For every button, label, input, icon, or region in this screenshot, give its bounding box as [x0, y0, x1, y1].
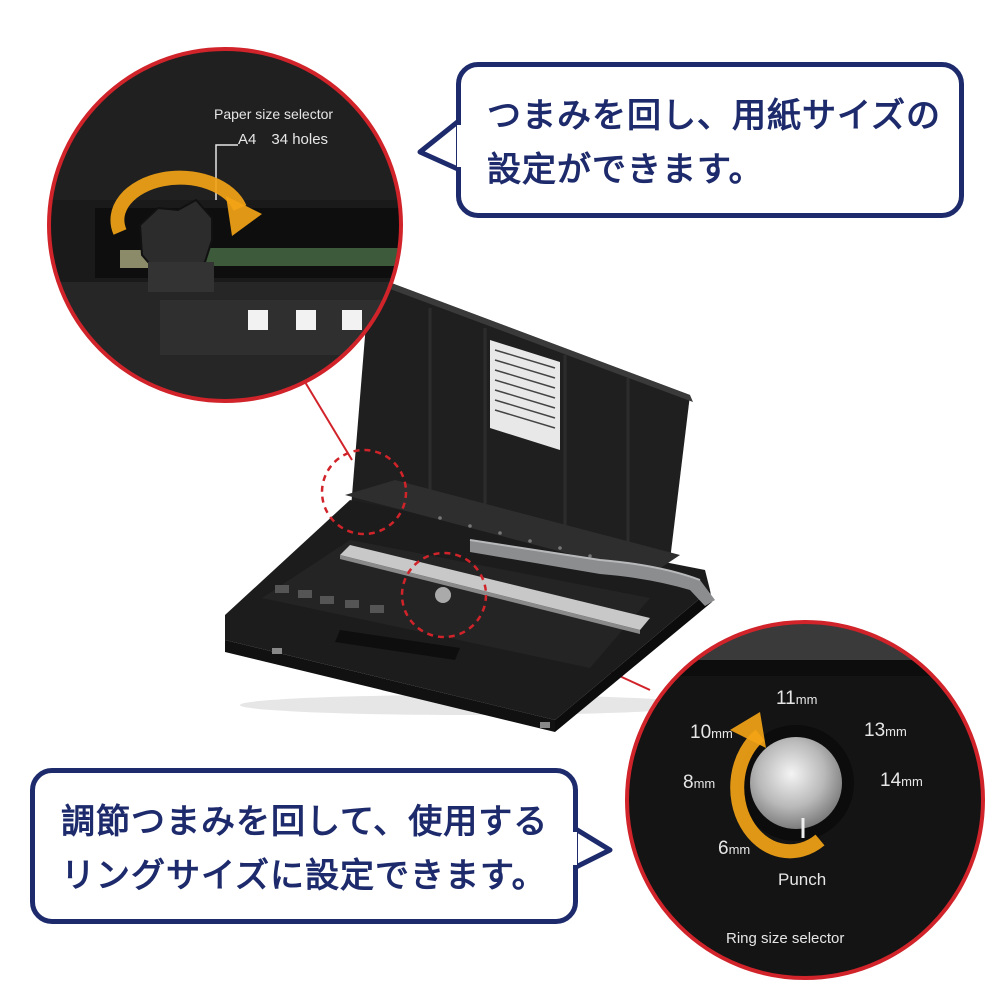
ring-size-14: 14mm [880, 770, 923, 791]
ring-knob-icon [750, 737, 842, 829]
paper-size-selector-value: A4 34 holes [238, 131, 329, 148]
callout-top-line-2: 設定ができます。 [487, 150, 764, 190]
paper-size-selector-title: Paper size selector [214, 106, 334, 122]
ring-size-13: 13mm [864, 720, 907, 741]
ring-size-6: 6mm [718, 838, 751, 859]
callout-bottom-line-1: 調節つまみを回して、使用する [61, 802, 549, 842]
callout-ring-size: 調節つまみを回して、使用する リングサイズに設定できます。 [30, 768, 578, 924]
callout-top-line-1: つまみを回し、用紙サイズの [487, 96, 941, 136]
callout-bottom-line-2: リングサイズに設定できます。 [61, 856, 547, 896]
callout-paper-size: つまみを回し、用紙サイズの 設定ができます。 [456, 62, 964, 218]
ring-rotate-arrow-icon [730, 729, 825, 859]
ring-size-11: 11mm [776, 688, 818, 709]
rotate-arrow-icon [110, 170, 247, 235]
punch-label: Punch [778, 870, 827, 889]
ring-size-selector-title: Ring size selector [726, 930, 845, 947]
ring-size-10: 10mm [690, 722, 733, 743]
ring-size-8: 8mm [683, 772, 716, 793]
